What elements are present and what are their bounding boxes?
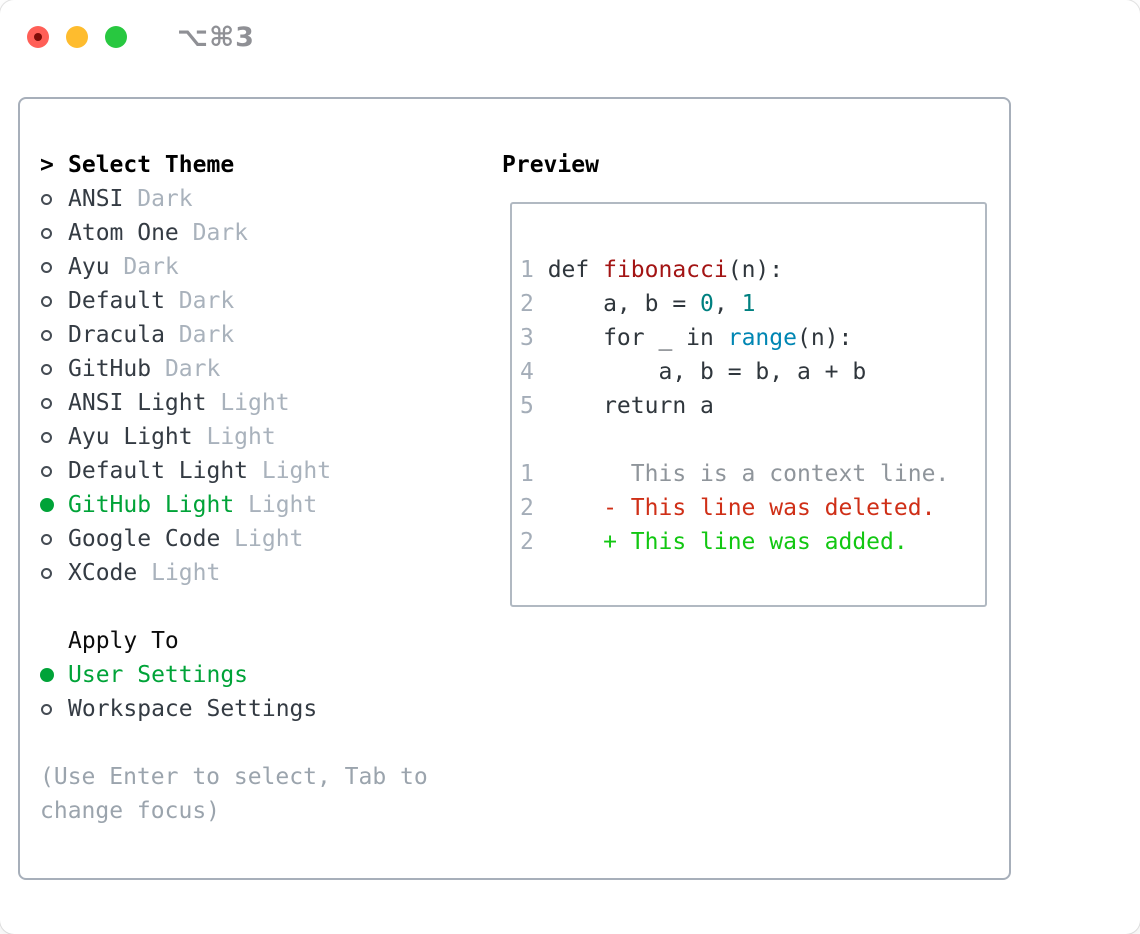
diff-context-line: 1 This is a context line.: [520, 461, 950, 487]
line-number: 4: [520, 359, 534, 385]
line-number: 2: [520, 291, 534, 317]
radio-icon: [40, 703, 68, 715]
code-line: 5 return a: [520, 393, 714, 419]
radio-icon: [40, 363, 68, 375]
divider: [40, 726, 428, 760]
code-line: 1 def fibonacci(n):: [520, 257, 784, 283]
preview-title: Preview: [502, 152, 599, 178]
code-line: 3 for _ in range(n):: [520, 325, 853, 351]
radio-icon: [40, 295, 68, 307]
theme-option-ansi-dark[interactable]: ANSI Dark: [40, 182, 428, 216]
theme-option-default-dark[interactable]: Default Dark: [40, 284, 428, 318]
theme-option-ayu-dark[interactable]: Ayu Dark: [40, 250, 428, 284]
titlebar: ⌥⌘3: [0, 0, 1140, 74]
close-button[interactable]: [27, 26, 49, 48]
theme-preview-box: 1 def fibonacci(n): 2 a, b = 0, 1 3 for …: [510, 202, 987, 607]
radio-icon: [40, 431, 68, 443]
minimize-button[interactable]: [66, 26, 88, 48]
theme-option-default-light[interactable]: Default Light Light: [40, 454, 428, 488]
apply-to-title: Apply To: [68, 628, 179, 654]
theme-option-atom-one-dark[interactable]: Atom One Dark: [40, 216, 428, 250]
window-shortcut-title: ⌥⌘3: [177, 21, 255, 53]
apply-option-workspace-settings[interactable]: Workspace Settings: [40, 692, 428, 726]
radio-icon: [40, 533, 68, 545]
code-line: 4 a, b = b, a + b: [520, 359, 867, 385]
theme-option-github-light[interactable]: GitHub Light Light: [40, 488, 428, 522]
code-line: 2 a, b = 0, 1: [520, 291, 756, 317]
line-number: 2: [520, 495, 534, 521]
hint-line-2: change focus): [40, 798, 221, 824]
theme-picker-panel: > Select Theme ANSI Dark Atom One Dark A…: [18, 97, 1011, 880]
radio-icon: [40, 261, 68, 273]
line-number: 1: [520, 461, 534, 487]
radio-selected-icon: [40, 498, 68, 512]
line-number: 3: [520, 325, 534, 351]
theme-option-dracula-dark[interactable]: Dracula Dark: [40, 318, 428, 352]
maximize-button[interactable]: [105, 26, 127, 48]
line-number: 2: [520, 529, 534, 555]
line-number: 5: [520, 393, 534, 419]
diff-added-line: 2 + This line was added.: [520, 529, 908, 555]
apply-option-user-settings[interactable]: User Settings: [40, 658, 428, 692]
line-number: 1: [520, 257, 534, 283]
prompt-caret-icon: >: [40, 152, 54, 178]
radio-icon: [40, 227, 68, 239]
theme-list: > Select Theme ANSI Dark Atom One Dark A…: [20, 99, 428, 828]
divider: [40, 590, 428, 624]
radio-icon: [40, 567, 68, 579]
radio-selected-icon: [40, 668, 68, 682]
theme-option-github-dark[interactable]: GitHub Dark: [40, 352, 428, 386]
hint-line-1: (Use Enter to select, Tab to: [40, 764, 428, 790]
radio-icon: [40, 465, 68, 477]
radio-icon: [40, 397, 68, 409]
theme-option-google-code-light[interactable]: Google Code Light: [40, 522, 428, 556]
theme-option-ansi-light[interactable]: ANSI Light Light: [40, 386, 428, 420]
blank-line: [520, 423, 985, 457]
select-theme-title: Select Theme: [68, 152, 235, 178]
theme-option-xcode-light[interactable]: XCode Light: [40, 556, 428, 590]
radio-icon: [40, 193, 68, 205]
apply-to-header: Apply To: [40, 624, 428, 658]
theme-option-ayu-light[interactable]: Ayu Light Light: [40, 420, 428, 454]
diff-deleted-line: 2 - This line was deleted.: [520, 495, 936, 521]
select-theme-header: > Select Theme: [40, 148, 428, 182]
radio-icon: [40, 329, 68, 341]
